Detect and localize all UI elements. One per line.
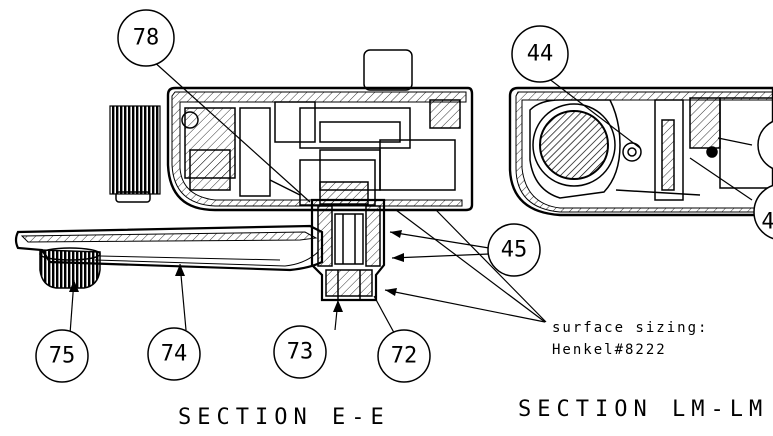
svg-text:44: 44 (527, 42, 554, 67)
callout-45: 45 (487, 223, 541, 277)
callout-72: 72 (377, 329, 431, 383)
section-title-e-e: SECTION E-E (178, 405, 390, 430)
top-knob (363, 49, 413, 91)
section-title-lm-lm: SECTION LM-LM (518, 397, 768, 422)
leader-arrowheads (69, 230, 404, 312)
lm-housing (508, 86, 773, 217)
lm-roller-housing (529, 99, 621, 199)
svg-text:4: 4 (761, 210, 773, 235)
callout-4-bottom: 4 (753, 184, 773, 240)
svg-text:78: 78 (133, 26, 160, 51)
section-lm-lm-drawing (508, 86, 773, 217)
svg-text:75: 75 (49, 344, 76, 369)
callout-75: 75 (35, 329, 89, 383)
callout-44: 44 (511, 25, 569, 83)
callout-74: 74 (147, 327, 201, 381)
valve-neck (319, 181, 369, 205)
section-e-e-drawing (14, 49, 474, 302)
svg-text:73: 73 (287, 340, 314, 365)
callout-73: 73 (273, 325, 327, 379)
svg-text:72: 72 (391, 344, 418, 369)
callout-78: 78 (117, 9, 175, 67)
svg-text:74: 74 (161, 342, 188, 367)
note-line-2: Henkel#8222 (552, 342, 667, 358)
handle-arm (14, 224, 324, 272)
callout-4-top: 4 (757, 120, 773, 170)
handle-knob (39, 249, 101, 289)
lm-roller (539, 110, 609, 180)
note-line-1: surface sizing: (552, 320, 708, 336)
left-knurled-cap (109, 105, 161, 195)
svg-text:45: 45 (501, 238, 528, 263)
main-housing (166, 86, 474, 212)
leader-lines (69, 59, 753, 341)
